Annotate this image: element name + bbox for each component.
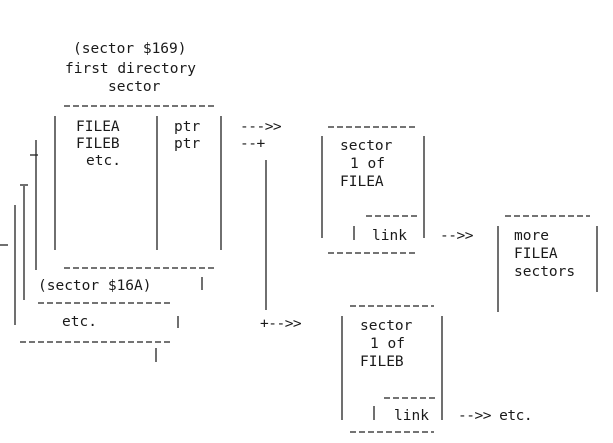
dir-ptr-filea: ptr <box>174 119 200 135</box>
filea-line-1: sector <box>340 138 393 154</box>
dir-entry-filea: FILEA <box>76 119 120 135</box>
more-line-1: more <box>514 228 549 244</box>
arrow-fileb-etc: -->> etc. <box>458 408 532 424</box>
filea-line-3: FILEA <box>340 174 384 190</box>
header-line-3: sector <box>108 79 161 95</box>
dir-ptr-fileb: ptr <box>174 136 200 152</box>
fileb-line-2: 1 of <box>370 336 405 352</box>
fileb-link: link <box>394 408 429 424</box>
fileb-line-1: sector <box>360 318 413 334</box>
caption-sector-16a: (sector $16A) <box>38 278 152 294</box>
directory-sector-front <box>54 105 222 269</box>
arrow-fileb-ptr: --+ <box>240 136 265 152</box>
filea-link: link <box>372 228 407 244</box>
directory-sector-stack <box>0 140 203 362</box>
more-line-2: FILEA <box>514 246 558 262</box>
fileb-sector-box <box>341 305 443 433</box>
arrow-filea-ptr: --->> <box>240 119 282 135</box>
more-sectors-box <box>497 215 598 312</box>
arrow-to-more: -->> <box>440 228 474 244</box>
arrow-to-fileb: +-->> <box>260 316 302 332</box>
dir-entry-fileb: FILEB <box>76 136 120 152</box>
caption-etc: etc. <box>62 314 97 330</box>
more-line-3: sectors <box>514 264 575 280</box>
header-line-1: (sector $169) <box>73 41 187 57</box>
header-line-2: first directory <box>65 61 196 77</box>
fileb-line-3: FILEB <box>360 354 404 370</box>
filea-line-2: 1 of <box>350 156 385 172</box>
filea-sector-box <box>321 126 425 254</box>
dir-entry-etc: etc. <box>86 153 121 169</box>
